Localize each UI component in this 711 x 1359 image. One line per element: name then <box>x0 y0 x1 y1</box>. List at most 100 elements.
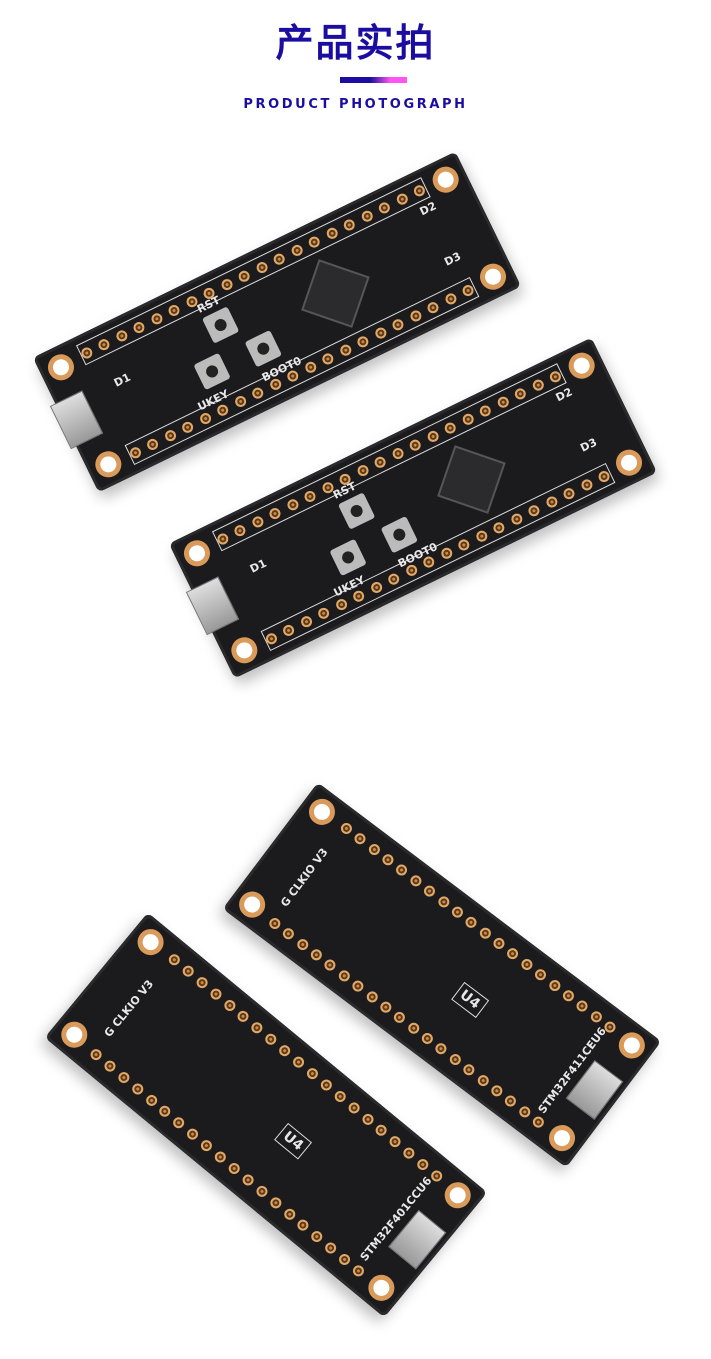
mounting-hole <box>564 348 600 384</box>
pin-hole <box>373 1122 390 1139</box>
mounting-hole <box>90 446 126 482</box>
pin-hole <box>336 968 352 984</box>
pin-hole <box>309 1229 325 1245</box>
pin-hole <box>380 852 396 868</box>
pin-hole <box>295 1217 311 1234</box>
mounting-hole <box>55 1016 93 1054</box>
pin-hole <box>530 1114 547 1130</box>
pin-hole <box>387 1134 403 1150</box>
label-d3: D3 <box>578 435 600 455</box>
usb-port <box>49 390 104 450</box>
pin-hole <box>352 831 368 847</box>
pin-hole <box>338 820 355 837</box>
pin-hole <box>235 1008 252 1025</box>
pin-hole <box>405 1020 422 1036</box>
label-d1: D1 <box>247 556 269 576</box>
mounting-hole <box>226 632 262 668</box>
pin-hole <box>475 1072 491 1089</box>
pin-hole <box>449 904 466 920</box>
pin-hole <box>290 1054 307 1070</box>
usb-port <box>185 576 240 636</box>
pin-hole <box>394 862 410 878</box>
pin-hole <box>419 1030 436 1047</box>
boot-button <box>380 515 419 554</box>
pin-hole <box>546 977 563 993</box>
pin-hole <box>463 914 479 931</box>
pin-hole <box>263 1031 279 1048</box>
pin-hole <box>415 1156 431 1173</box>
pin-hole <box>505 946 521 962</box>
mcu-chip <box>300 259 370 329</box>
pin-hole <box>433 1041 449 1057</box>
pin-hole <box>267 1194 284 1211</box>
pin-hole <box>198 1137 215 1154</box>
pin-hole <box>254 1183 270 1199</box>
pin-hole <box>280 926 297 942</box>
pin-hole <box>249 1020 265 1036</box>
pin-hole <box>401 1145 417 1161</box>
pin-hole <box>143 1092 160 1108</box>
boot-button <box>244 329 283 368</box>
label-d2: D2 <box>417 199 439 219</box>
pin-hole <box>391 1009 408 1026</box>
mounting-hole <box>303 793 341 831</box>
ic-label: U4 <box>274 1122 313 1160</box>
pin-hole <box>281 1206 298 1222</box>
pin-hole <box>208 986 224 1002</box>
pin-hole <box>221 997 238 1014</box>
title-accent-bar <box>340 77 407 83</box>
pin-hole <box>447 1051 463 1068</box>
pin-hole <box>323 1240 339 1256</box>
pin-hole <box>226 1160 242 1177</box>
pin-hole <box>461 1062 477 1078</box>
pin-hole <box>180 963 196 979</box>
pin-hole <box>346 1099 362 1116</box>
pin-hole <box>184 1126 201 1143</box>
pin-hole <box>194 974 210 991</box>
label-d3: D3 <box>442 249 464 269</box>
user-key-button <box>193 352 231 391</box>
label-d2: D2 <box>553 385 575 405</box>
pin-hole <box>212 1149 229 1165</box>
pin-hole <box>560 988 577 1004</box>
mcu-chip <box>436 445 506 515</box>
mounting-hole <box>132 923 169 961</box>
pin-hole <box>359 1111 376 1127</box>
mounting-hole <box>613 1027 651 1064</box>
user-key-button <box>329 538 367 577</box>
pin-hole <box>277 1043 293 1059</box>
pin-hole <box>102 1058 118 1074</box>
pin-hole <box>129 1081 146 1097</box>
pin-hole <box>408 873 424 889</box>
pin-hole <box>88 1046 104 1063</box>
pin-hole <box>421 883 438 899</box>
pin-hole <box>322 957 338 974</box>
page-title: 产品实拍 <box>275 21 436 65</box>
ic-label: U4 <box>450 981 489 1018</box>
mounting-hole <box>428 162 464 198</box>
pin-hole <box>304 1065 321 1082</box>
mounting-hole <box>611 445 647 481</box>
pin-hole <box>574 998 590 1014</box>
mounting-hole <box>439 1176 477 1214</box>
label-d1: D1 <box>111 370 133 390</box>
mounting-hole <box>179 535 215 571</box>
pin-hole <box>336 1251 353 1268</box>
pin-hole <box>171 1115 187 1131</box>
pin-hole <box>588 1008 604 1025</box>
pin-hole <box>477 925 493 941</box>
pin-hole <box>240 1172 256 1188</box>
pin-hole <box>332 1088 348 1105</box>
pin-hole <box>502 1093 519 1109</box>
mounting-hole <box>43 349 79 385</box>
pin-hole <box>350 978 366 994</box>
brand-label: G CLKIO V3 <box>101 977 157 1040</box>
pin-hole <box>378 999 394 1015</box>
pin-hole <box>489 1083 505 1099</box>
pin-hole <box>532 967 549 983</box>
pin-hole <box>157 1103 173 1120</box>
pin-hole <box>318 1077 334 1093</box>
pin-hole <box>115 1069 132 1086</box>
mounting-hole <box>475 259 511 295</box>
mounting-hole <box>543 1119 581 1157</box>
